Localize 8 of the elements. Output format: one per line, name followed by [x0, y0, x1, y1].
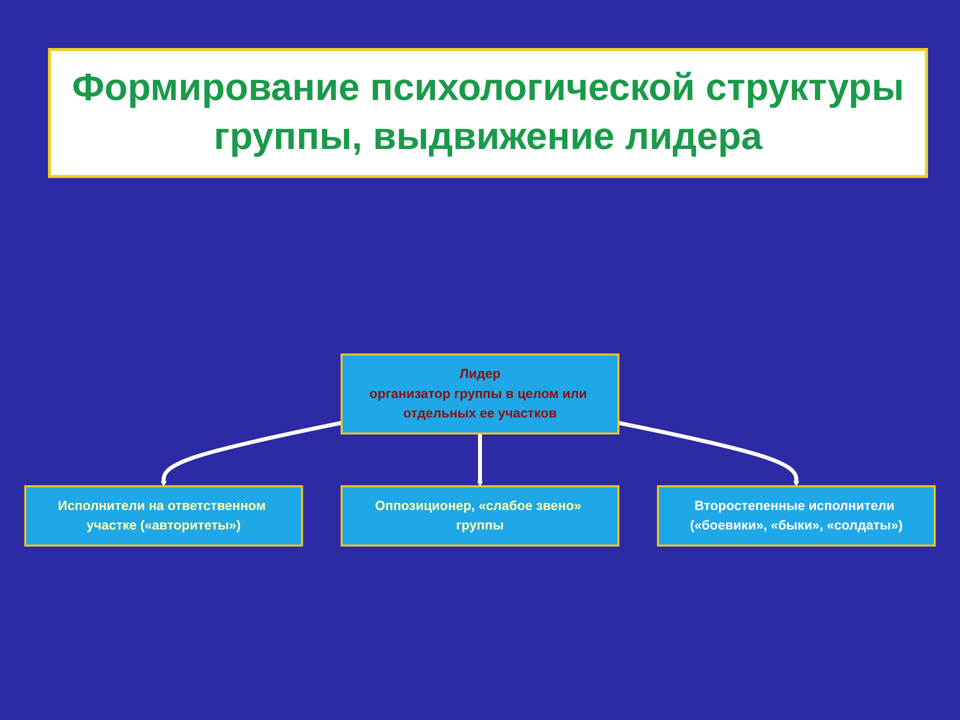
arrow	[477, 434, 483, 486]
arrow	[618, 420, 800, 486]
node-box: Оппозиционер, «слабое звено» группы	[340, 485, 620, 547]
node-box: Лидер организатор группы в целом или отдельных ее участков	[340, 353, 620, 435]
node-box: Второстепенные исполнители («боевики», «быки», «солдаты»)	[656, 485, 936, 547]
title: Формирование психологической структуры группы, выдвижение лидера	[48, 48, 928, 178]
node-box: Исполнители на ответственном участке («авторитеты»)	[24, 485, 304, 547]
arrow	[160, 420, 342, 486]
